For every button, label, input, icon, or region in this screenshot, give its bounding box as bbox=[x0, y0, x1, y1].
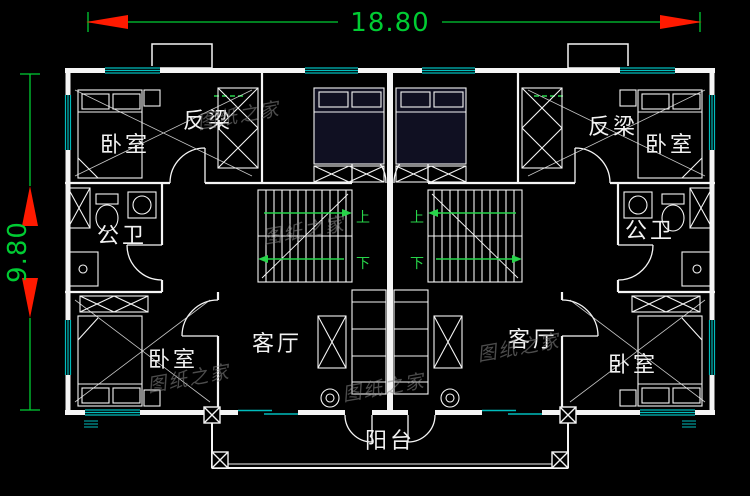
windows bbox=[63, 66, 717, 428]
label-bedroom-bottom-left: 卧室 bbox=[148, 348, 198, 373]
label-stair-up-right: 上 bbox=[410, 210, 424, 226]
label-bathroom-right: 公卫 bbox=[625, 219, 675, 244]
label-beam-right: 反梁 bbox=[588, 115, 638, 140]
label-beam-left: 反梁 bbox=[183, 109, 233, 134]
label-stair-up-left: 上 bbox=[356, 210, 370, 226]
label-living-right: 客厅 bbox=[508, 328, 558, 353]
detail-mark-icon bbox=[84, 420, 696, 428]
watermark-5: 图纸之家 bbox=[341, 370, 429, 406]
label-balcony: 阳台 bbox=[365, 429, 415, 454]
label-bedroom-bottom-right: 卧室 bbox=[608, 353, 658, 378]
stairs-right bbox=[427, 189, 523, 283]
label-bedroom-top-left: 卧室 bbox=[100, 133, 150, 158]
label-stair-down-right: 下 bbox=[410, 256, 424, 272]
watermark-1: 图纸之家 bbox=[196, 98, 284, 134]
dimension-annotations: 18.80 9.80 bbox=[3, 8, 702, 411]
label-bathroom-left: 公卫 bbox=[97, 224, 147, 249]
dimension-width-label: 18.80 bbox=[350, 8, 429, 38]
arrow-up-icon bbox=[22, 186, 38, 226]
label-living-left: 客厅 bbox=[252, 332, 302, 357]
label-stair-down-left: 下 bbox=[356, 256, 370, 272]
furniture bbox=[67, 87, 713, 408]
label-bedroom-top-right: 卧室 bbox=[645, 133, 695, 158]
balcony bbox=[203, 406, 577, 469]
arrow-left-icon bbox=[86, 15, 128, 29]
arrow-right-icon bbox=[660, 15, 702, 29]
arrow-down-icon bbox=[22, 278, 38, 318]
dimension-height-label: 9.80 bbox=[3, 221, 33, 283]
stairs-left bbox=[257, 189, 353, 283]
